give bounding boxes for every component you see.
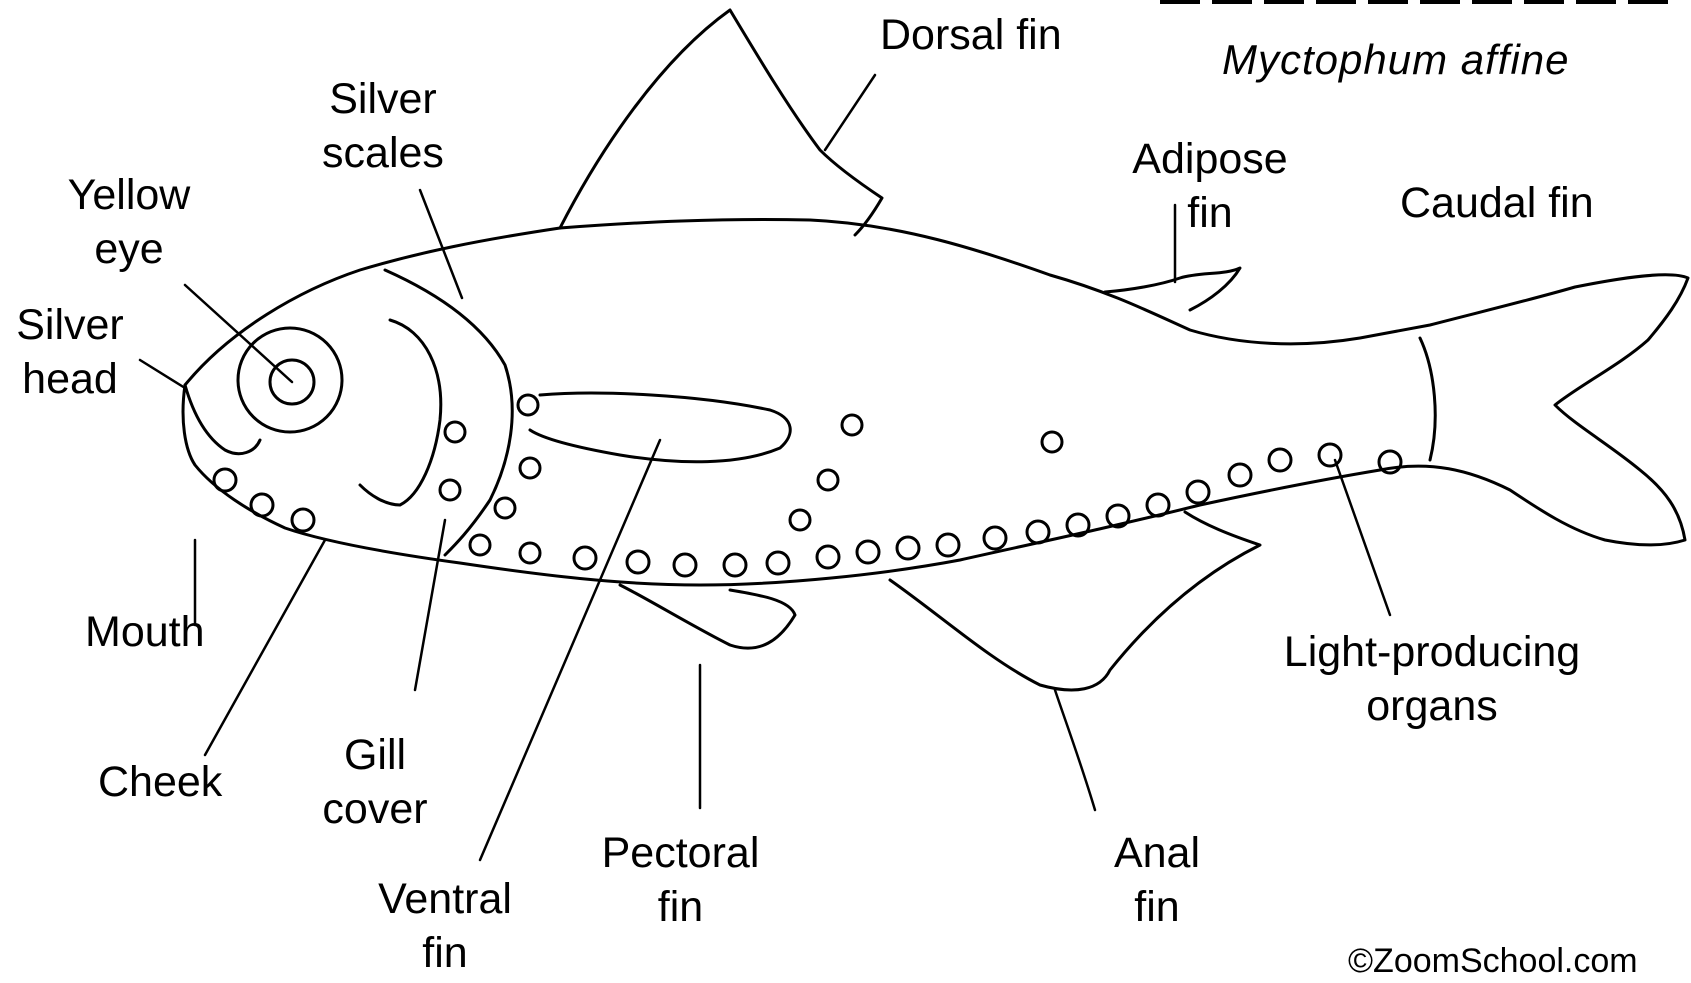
label-text: Caudal fin (1400, 176, 1594, 230)
label-cheek: Cheek (98, 755, 222, 809)
label-line: Pectoral (588, 826, 773, 880)
label-caudal-fin: Caudal fin (1400, 176, 1594, 230)
leader-anal-fin (1055, 690, 1095, 810)
label-silver-scales: Silver scales (308, 72, 458, 180)
label-text: Dorsal fin (880, 8, 1062, 62)
photophore (520, 543, 540, 563)
caudal-joint (1420, 338, 1435, 460)
leader-cheek (205, 540, 325, 755)
photophore (1042, 432, 1062, 452)
photophore (1147, 494, 1169, 516)
leader-silver-scales (420, 190, 462, 298)
anal-fin-shape (890, 512, 1260, 690)
cropped-title-fragment (1160, 0, 1680, 4)
photophore (897, 537, 919, 559)
label-line: fin (588, 880, 773, 934)
photophore (790, 510, 810, 530)
leader-light-organs (1335, 460, 1390, 615)
label-line: Silver (0, 298, 140, 352)
label-line: Gill (310, 728, 440, 782)
photophore (292, 509, 314, 531)
photophore (767, 552, 789, 574)
photophore (214, 469, 236, 491)
photophore (574, 547, 596, 569)
photophore (857, 541, 879, 563)
cheek-arc (360, 320, 441, 505)
label-gill-cover: Gill cover (310, 728, 440, 836)
scientific-name: Myctophum affine (1222, 36, 1570, 84)
adipose-fin-shape (1105, 268, 1240, 310)
leader-ventral-fin (480, 440, 660, 860)
label-line: Light-producing (1262, 625, 1602, 679)
label-ventral-fin: Ventral fin (370, 872, 520, 980)
fish-body-outline (183, 219, 1688, 585)
label-adipose-fin: Adipose fin (1110, 132, 1310, 240)
label-line: fin (1092, 880, 1222, 934)
photophore (495, 498, 515, 518)
label-line: head (0, 352, 140, 406)
photophore (1229, 464, 1251, 486)
photophore (520, 458, 540, 478)
photophore (470, 535, 490, 555)
label-line: Anal (1092, 826, 1222, 880)
label-mouth: Mouth (85, 605, 205, 659)
label-line: fin (1110, 186, 1310, 240)
photophore (1187, 481, 1209, 503)
label-line: cover (310, 782, 440, 836)
label-silver-head: Silver head (0, 298, 140, 406)
label-line: fin (370, 926, 520, 980)
photophore (251, 494, 273, 516)
photophore (817, 546, 839, 568)
label-light-producing-organs: Light-producing organs (1262, 625, 1602, 733)
photophore (937, 534, 959, 556)
photophore (818, 470, 838, 490)
gill-cover-shape (385, 270, 512, 555)
photophores (214, 395, 1401, 576)
photophore (627, 551, 649, 573)
dorsal-fin-shape (560, 10, 882, 235)
label-line: Adipose (1110, 132, 1310, 186)
label-line: Silver (308, 72, 458, 126)
photophore (1269, 449, 1291, 471)
label-pectoral-fin: Pectoral fin (588, 826, 773, 934)
photophore (1319, 444, 1341, 466)
label-line: eye (54, 222, 204, 276)
label-yellow-eye: Yellow eye (54, 168, 204, 276)
ventral-fin-shape (620, 585, 795, 648)
photophore (842, 415, 862, 435)
label-dorsal-fin: Dorsal fin (880, 8, 1062, 62)
label-line: Ventral (370, 872, 520, 926)
photophore (440, 480, 460, 500)
photophore (518, 395, 538, 415)
photophore (1027, 521, 1049, 543)
label-text: Mouth (85, 605, 205, 659)
photophore (674, 554, 696, 576)
credit-text: ©ZoomSchool.com (1348, 942, 1638, 981)
leader-dorsal-fin (825, 75, 875, 150)
pectoral-fin-shape (530, 393, 790, 462)
mouth-line (185, 385, 260, 454)
label-text: Cheek (98, 755, 222, 809)
leader-gill-cover (415, 520, 445, 690)
leader-silver-head (140, 360, 185, 388)
photophore (445, 422, 465, 442)
label-anal-fin: Anal fin (1092, 826, 1222, 934)
photophore (724, 554, 746, 576)
label-line: Yellow (54, 168, 204, 222)
label-line: organs (1262, 679, 1602, 733)
label-line: scales (308, 126, 458, 180)
photophore (984, 527, 1006, 549)
